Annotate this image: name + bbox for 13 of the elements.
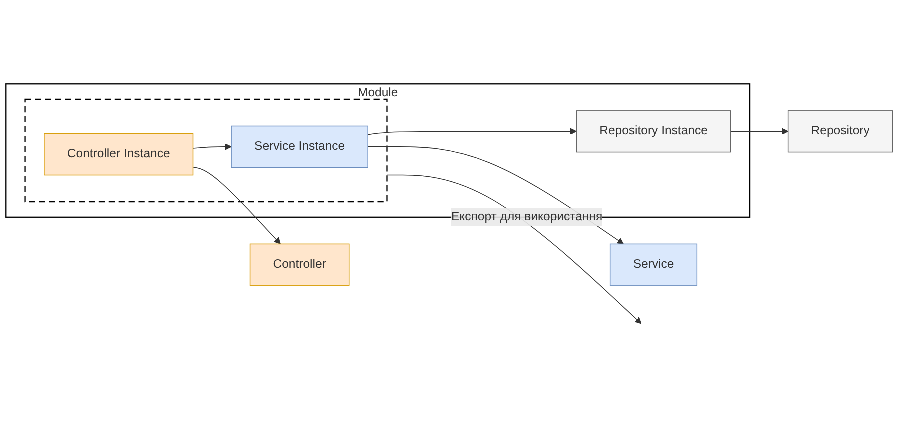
- node-box: Service: [610, 243, 698, 286]
- node-box: Controller Instance: [44, 133, 194, 176]
- arrow: [368, 128, 577, 135]
- edge-label: Експорт для використання: [451, 210, 603, 223]
- arrow: [192, 166, 281, 244]
- cluster: [24, 98, 388, 202]
- arrow: [192, 143, 232, 150]
- arrow: [386, 174, 642, 324]
- node-box: Repository Instance: [576, 110, 732, 152]
- node-box: Service Instance: [231, 125, 368, 168]
- node-box: Controller: [250, 243, 350, 286]
- arrow: [730, 128, 789, 134]
- node-box: Repository: [788, 110, 894, 152]
